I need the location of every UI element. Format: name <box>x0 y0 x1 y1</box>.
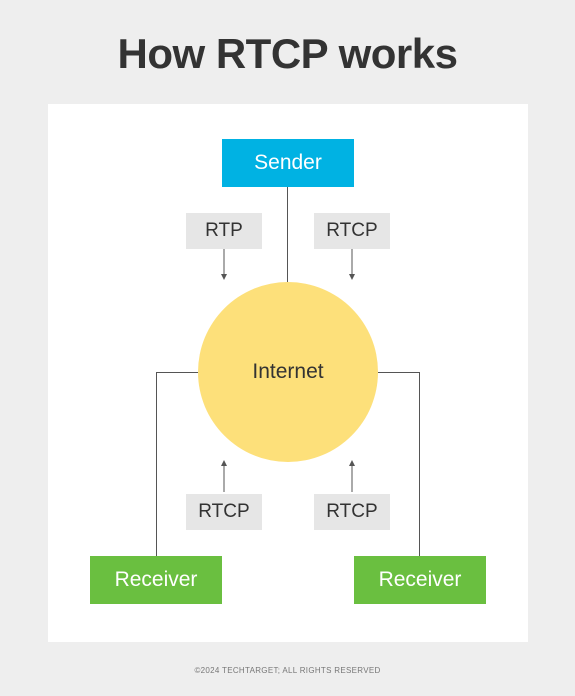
sender-node: Sender <box>222 139 354 187</box>
rtp-label-top-left: RTP <box>186 213 262 249</box>
down-arrow-icon <box>221 249 227 280</box>
internet-node: Internet <box>198 282 378 462</box>
right-receiver-connector-vertical <box>419 372 420 556</box>
rtcp-label-bottom-left: RTCP <box>186 494 262 530</box>
rtcp-label-bottom-right: RTCP <box>314 494 390 530</box>
diagram-panel: Sender RTP RTCP Internet RTCP RTCP Recei… <box>48 104 528 642</box>
down-arrow-icon <box>349 249 355 280</box>
up-arrow-icon <box>349 460 355 492</box>
left-receiver-connector-horizontal <box>156 372 199 373</box>
sender-connector <box>287 187 288 282</box>
receiver-node-right: Receiver <box>354 556 486 604</box>
up-arrow-icon <box>221 460 227 492</box>
receiver-node-left: Receiver <box>90 556 222 604</box>
right-receiver-connector-horizontal <box>378 372 420 373</box>
copyright-footer: ©2024 TECHTARGET; ALL RIGHTS RESERVED <box>194 666 381 675</box>
rtcp-label-top-right: RTCP <box>314 213 390 249</box>
left-receiver-connector-vertical <box>156 372 157 556</box>
diagram-title: How RTCP works <box>117 30 458 77</box>
